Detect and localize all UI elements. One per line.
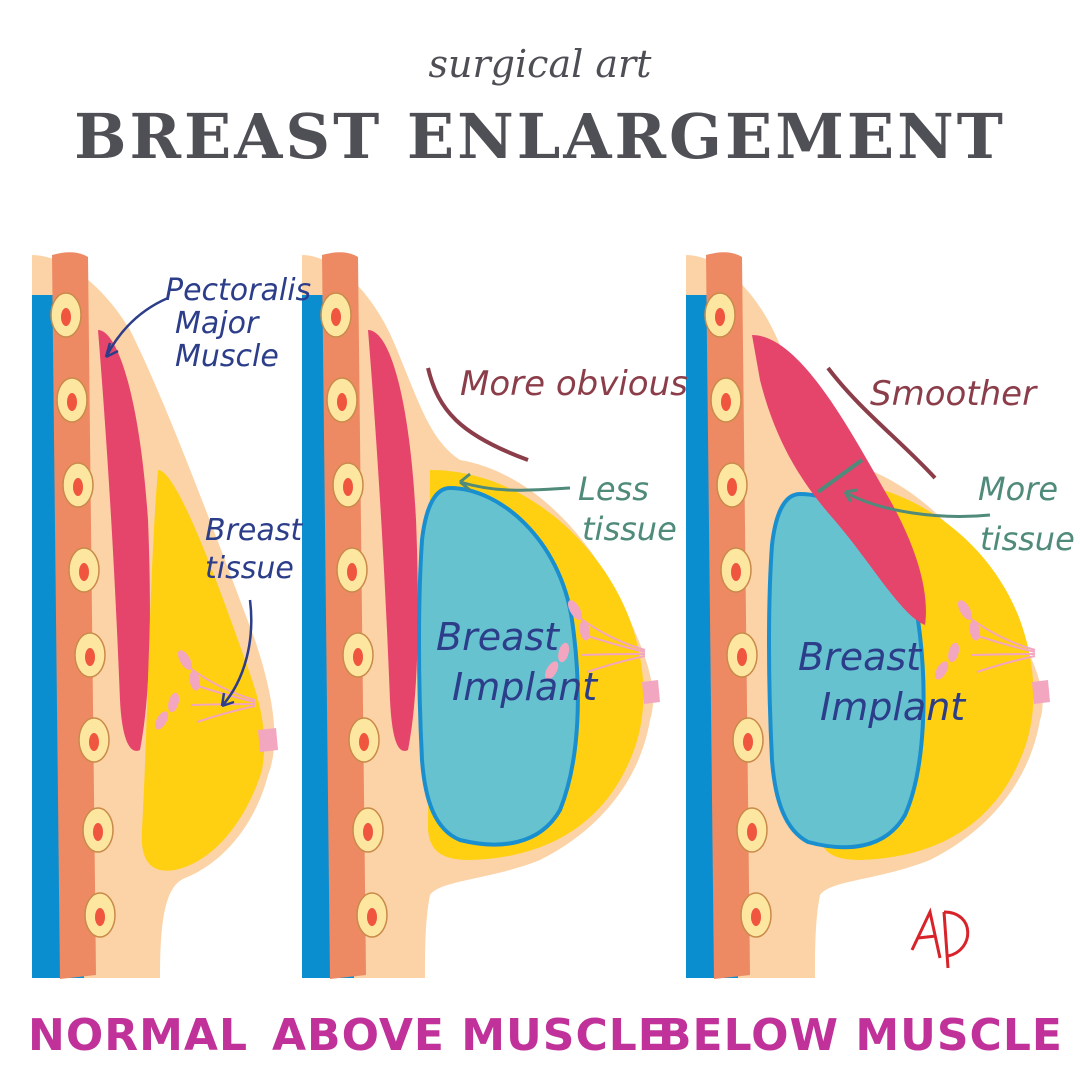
implant-label-below-1: Breast (798, 635, 923, 679)
annotation-breast-tissue-1: Breast (205, 513, 303, 548)
page-title: BREAST ENLARGEMENT (74, 100, 1006, 173)
tissue-bracket-below (816, 458, 864, 494)
nipple-normal (258, 728, 278, 752)
label-above-muscle: ABOVE MUSCLE (272, 1010, 669, 1061)
arrow-tissue-below (843, 488, 991, 518)
label-normal: NORMAL (28, 1010, 248, 1061)
arrow-tissue-above (459, 472, 571, 492)
annotation-breast-tissue-2: tissue (205, 551, 294, 586)
annotation-smoother: Smoother (870, 374, 1038, 414)
breast-tissue-normal (141, 470, 265, 871)
implant-label-below-2: Implant (820, 685, 967, 729)
annotation-tissue-below: tissue (980, 520, 1075, 558)
nipple-below (1032, 680, 1050, 704)
annotation-more-obvious: More obvious (460, 364, 688, 404)
panel-below (686, 252, 1050, 979)
arrow-muscle-normal (104, 296, 169, 359)
subtitle: surgical art (428, 42, 652, 86)
panel-above (302, 252, 660, 979)
panel-normal (32, 252, 278, 979)
annotation-pectoralis-2: Major (175, 306, 260, 341)
annotation-more: More (978, 470, 1058, 508)
annotation-pectoralis-1: Pectoralis (165, 273, 311, 308)
muscle-normal (98, 330, 150, 751)
arrow-tissue-normal (220, 599, 253, 708)
signature-logo (910, 907, 970, 969)
muscle-below (752, 335, 926, 625)
annotation-less: Less (578, 470, 649, 508)
muscle-above (368, 330, 418, 751)
nipple-above (642, 680, 660, 704)
implant-above (417, 485, 580, 847)
label-below-muscle: BELOW MUSCLE (658, 1010, 1063, 1061)
annotation-tissue-above: tissue (582, 510, 677, 548)
implant-label-above-1: Breast (436, 615, 561, 659)
profile-line-above (426, 367, 529, 462)
implant-label-above-2: Implant (452, 665, 599, 709)
profile-line-below (826, 366, 937, 480)
annotation-pectoralis-3: Muscle (175, 339, 279, 374)
